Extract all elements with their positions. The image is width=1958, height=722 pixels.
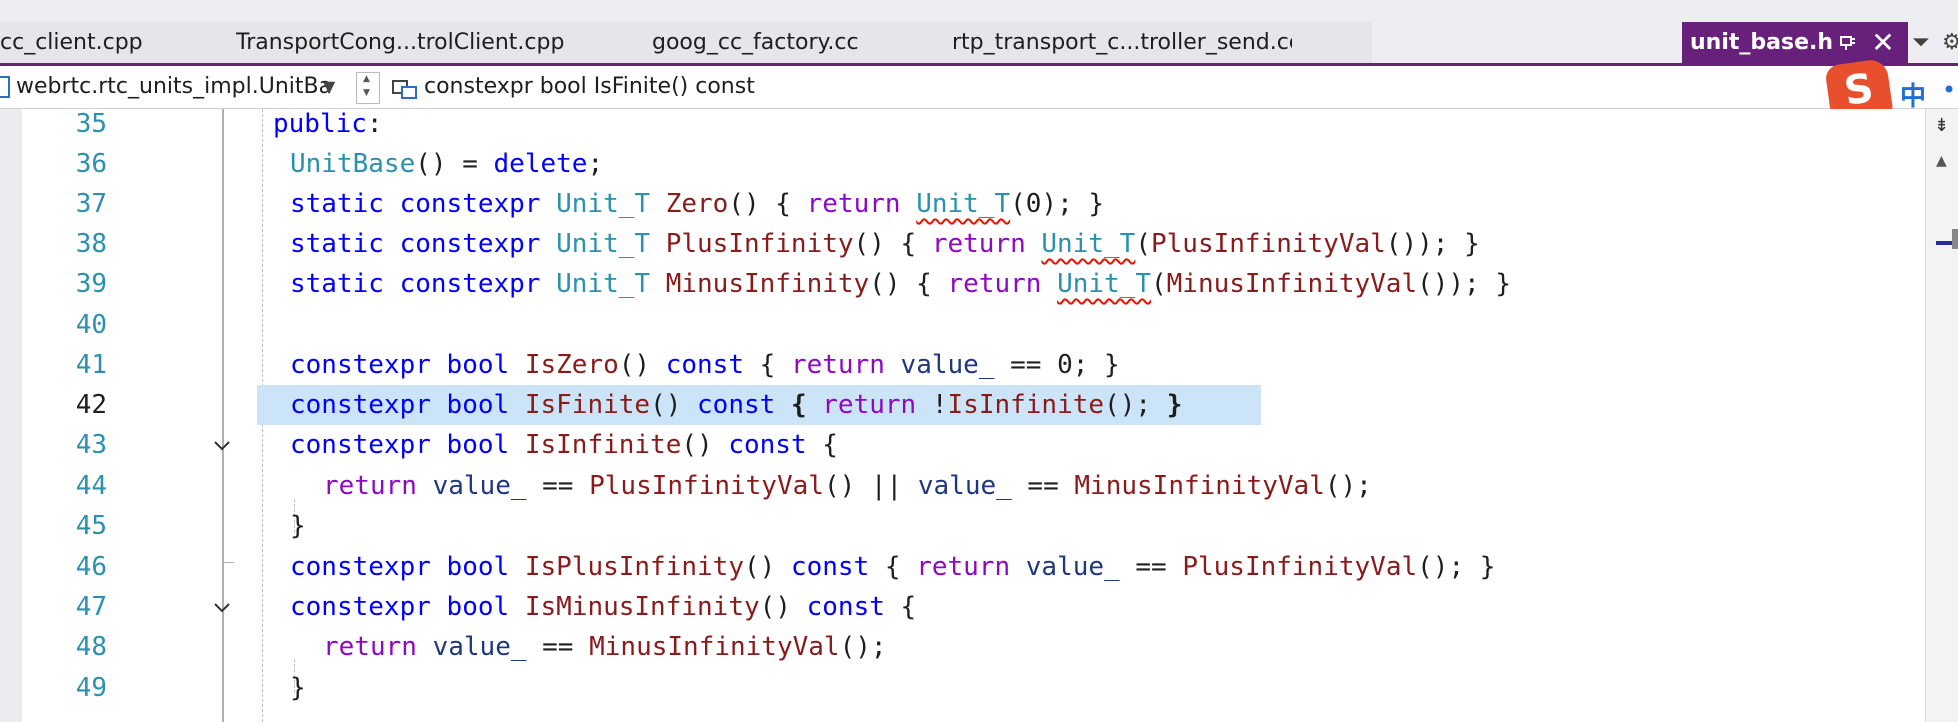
- line-number: 48: [75, 632, 107, 662]
- tab-goog-cc-factory[interactable]: goog_cc_factory.cc: [652, 24, 902, 62]
- line-number: 41: [75, 350, 107, 380]
- line-text: constexpr bool IsPlusInfinity() const { …: [290, 552, 1496, 582]
- tab-list-dropdown-icon[interactable]: ⏷: [1912, 30, 1930, 55]
- split-window-icon[interactable]: ⇟: [1934, 115, 1950, 136]
- scope-label: webrtc.rtc_units_impl.UnitBa: [16, 74, 333, 99]
- pin-icon[interactable]: [1837, 31, 1859, 53]
- gear-icon[interactable]: ⚙: [1942, 30, 1958, 55]
- ime-punctuation-icon[interactable]: •: [1942, 76, 1957, 104]
- code-line-current: 42 constexpr bool IsFinite() const { ret…: [0, 385, 1925, 425]
- line-text: constexpr bool IsZero() const { return v…: [290, 350, 1120, 380]
- line-text: return value_ == MinusInfinityVal();: [323, 632, 887, 662]
- line-number: 36: [75, 149, 107, 179]
- line-number: 40: [75, 310, 107, 340]
- code-line: 36 UnitBase() = delete;: [0, 144, 1925, 184]
- line-number: 46: [75, 552, 107, 582]
- scrollbar-thumb[interactable]: [1952, 229, 1958, 249]
- ime-language-indicator[interactable]: 中: [1900, 82, 1927, 112]
- indent-guide: [294, 499, 295, 533]
- line-number: 37: [75, 189, 107, 219]
- line-number: 39: [75, 269, 107, 299]
- line-number: 38: [75, 229, 107, 259]
- tab-label: unit_base.h: [1690, 30, 1834, 55]
- line-text: }: [290, 511, 306, 541]
- line-number: 45: [75, 511, 107, 541]
- line-text: static constexpr Unit_T Zero() { return …: [290, 189, 1105, 219]
- code-line: 40: [0, 305, 1925, 345]
- line-number: 42: [75, 390, 107, 420]
- scroll-up-arrow-icon[interactable]: ▲: [1936, 153, 1947, 169]
- active-document-underline: [0, 63, 1958, 66]
- line-text: UnitBase() = delete;: [290, 149, 604, 179]
- nav-splitter-spinner[interactable]: ▲ ▼: [356, 72, 380, 104]
- member-label: constexpr bool IsFinite() const: [424, 74, 755, 99]
- code-line: 35 public:: [0, 109, 1925, 144]
- line-text: }: [290, 673, 306, 703]
- tab-label: goog_cc_factory.cc: [652, 30, 859, 55]
- member-dropdown[interactable]: constexpr bool IsFinite() const: [392, 70, 755, 104]
- line-number: 35: [75, 109, 107, 139]
- code-line: 43 constexpr bool IsInfinite() const {: [0, 425, 1925, 465]
- inactive-tabs-area: [0, 22, 1372, 64]
- code-line: 37 static constexpr Unit_T Zero() { retu…: [0, 184, 1925, 224]
- code-line: 46 constexpr bool IsPlusInfinity() const…: [0, 547, 1925, 587]
- code-line: 49 }: [0, 668, 1925, 708]
- line-number: 49: [75, 673, 107, 703]
- tab-unit-base[interactable]: unit_base.h ✕: [1682, 22, 1908, 64]
- line-number: 47: [75, 592, 107, 622]
- chevron-down-icon: ▼: [323, 77, 336, 96]
- caret-position-marker: [1936, 241, 1958, 245]
- fold-chevron-icon[interactable]: [210, 433, 234, 457]
- chevron-down-icon: ▼: [363, 88, 370, 98]
- close-icon[interactable]: ✕: [1871, 26, 1895, 59]
- line-text: constexpr bool IsInfinite() const {: [290, 430, 838, 460]
- navigation-bar: webrtc.rtc_units_impl.UnitBa ▼ ▲ ▼ const…: [0, 66, 1958, 109]
- tab-label: rtp_transport_c...troller_send.cc: [952, 30, 1292, 55]
- tab-cc-client[interactable]: cc_client.cpp: [0, 24, 150, 62]
- fold-chevron-icon[interactable]: [210, 595, 234, 619]
- outline-collapse-bar: [222, 109, 224, 722]
- tab-label: TransportCong...trolClient.cpp: [236, 30, 565, 55]
- code-line: 38 static constexpr Unit_T PlusInfinity(…: [0, 224, 1925, 264]
- document-tab-strip: cc_client.cpp TransportCong...trolClient…: [0, 0, 1958, 64]
- line-number: 43: [75, 430, 107, 460]
- code-line: 44 return value_ == PlusInfinityVal() ||…: [0, 466, 1925, 506]
- namespace-icon: [0, 76, 10, 98]
- code-line: 41 constexpr bool IsZero() const { retur…: [0, 345, 1925, 385]
- current-line-highlight: [257, 385, 1261, 425]
- code-line: 47 constexpr bool IsMinusInfinity() cons…: [0, 587, 1925, 627]
- code-line: 48 return value_ == MinusInfinityVal();: [0, 627, 1925, 667]
- tab-transport-congestion-control-client[interactable]: TransportCong...trolClient.cpp: [236, 24, 576, 62]
- method-icon: [392, 77, 418, 99]
- scope-dropdown[interactable]: webrtc.rtc_units_impl.UnitBa ▼: [0, 70, 350, 104]
- line-text: constexpr bool IsMinusInfinity() const {: [290, 592, 917, 622]
- line-text: static constexpr Unit_T PlusInfinity() {…: [290, 229, 1480, 259]
- indent-guide: [294, 659, 295, 693]
- code-editor[interactable]: 35 public: 36 UnitBase() = delete; 37 st…: [0, 109, 1925, 722]
- line-text: constexpr bool IsFinite() const { return…: [290, 390, 1183, 420]
- code-line: 45 }: [0, 506, 1925, 546]
- tab-rtp-transport-controller-send[interactable]: rtp_transport_c...troller_send.cc: [952, 24, 1292, 62]
- line-number: 44: [75, 471, 107, 501]
- selection-margin: [0, 109, 22, 722]
- code-line: 39 static constexpr Unit_T MinusInfinity…: [0, 264, 1925, 304]
- line-text: static constexpr Unit_T MinusInfinity() …: [290, 269, 1512, 299]
- chevron-up-icon: ▲: [363, 74, 370, 84]
- vertical-scrollbar[interactable]: ⇟ ▲: [1925, 109, 1958, 722]
- tab-label: cc_client.cpp: [0, 30, 143, 55]
- line-text: return value_ == PlusInfinityVal() || va…: [323, 471, 1372, 501]
- outline-end-tick: [222, 562, 234, 563]
- line-text: public:: [273, 109, 383, 139]
